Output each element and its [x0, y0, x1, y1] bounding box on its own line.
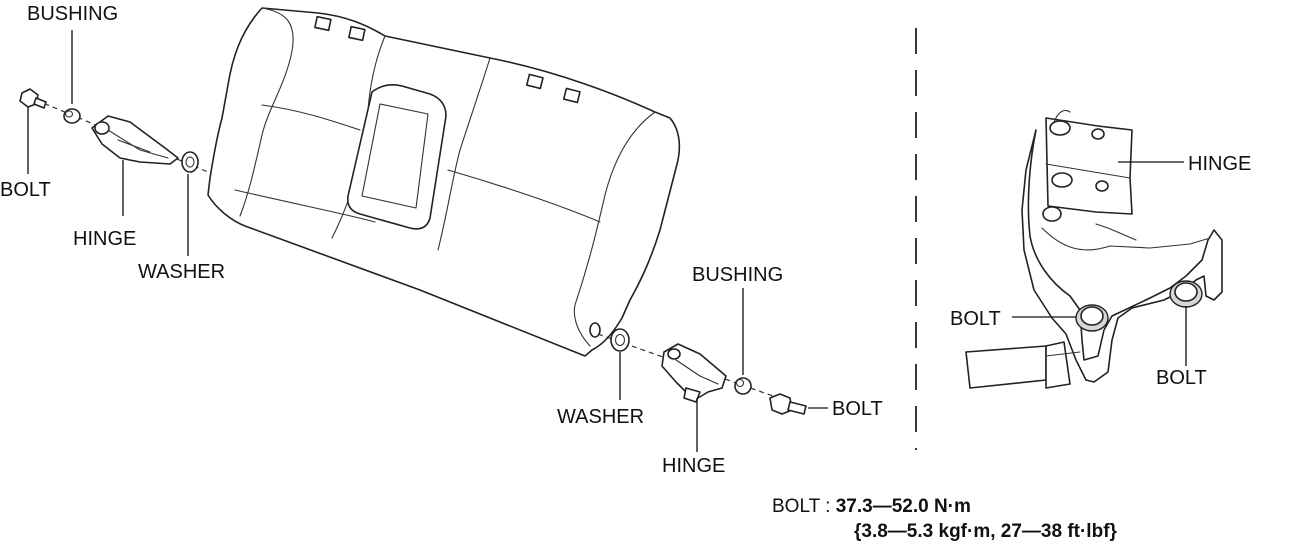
bolt-left	[19, 88, 47, 109]
detail-bolt-right	[1169, 280, 1203, 308]
label-detail-bolt-a: BOLT	[950, 308, 1001, 330]
washer-right	[610, 328, 630, 352]
detail-bolt-center	[1075, 304, 1109, 332]
torque-spec-row-metric: BOLT : 37.3—52.0 N·m	[772, 494, 1117, 519]
torque-spec-part: BOLT	[772, 496, 820, 517]
bolt-right	[769, 393, 807, 415]
hinge-left	[91, 115, 179, 165]
bushing-left	[63, 108, 81, 124]
hinge-detail-view	[965, 109, 1223, 389]
right-hinge-assembly	[597, 288, 828, 452]
label-bolt-right: BOLT	[832, 398, 883, 420]
torque-spec-separator: :	[819, 496, 836, 517]
left-hinge-assembly	[19, 30, 209, 256]
bushing-right	[734, 377, 752, 395]
torque-spec-imperial: {3.8—5.3 kgf·m, 27—38 ft·lbf}	[854, 521, 1117, 542]
hinge-right	[661, 343, 727, 403]
label-bushing-left: BUSHING	[27, 3, 118, 25]
label-washer-left: WASHER	[138, 261, 225, 283]
label-bolt-left: BOLT	[0, 179, 51, 201]
label-detail-bolt-b: BOLT	[1156, 367, 1207, 389]
torque-spec-metric: 37.3—52.0 N·m	[835, 496, 971, 517]
label-washer-right: WASHER	[557, 406, 644, 428]
label-hinge-left: HINGE	[73, 228, 136, 250]
label-detail-hinge: HINGE	[1188, 153, 1251, 175]
torque-specification: BOLT : 37.3—52.0 N·m {3.8—5.3 kgf·m, 27—…	[772, 494, 1117, 544]
washer-left	[181, 151, 199, 173]
label-hinge-right: HINGE	[662, 455, 725, 477]
seat-back-illustration	[207, 7, 681, 357]
label-bushing-right: BUSHING	[692, 264, 783, 286]
